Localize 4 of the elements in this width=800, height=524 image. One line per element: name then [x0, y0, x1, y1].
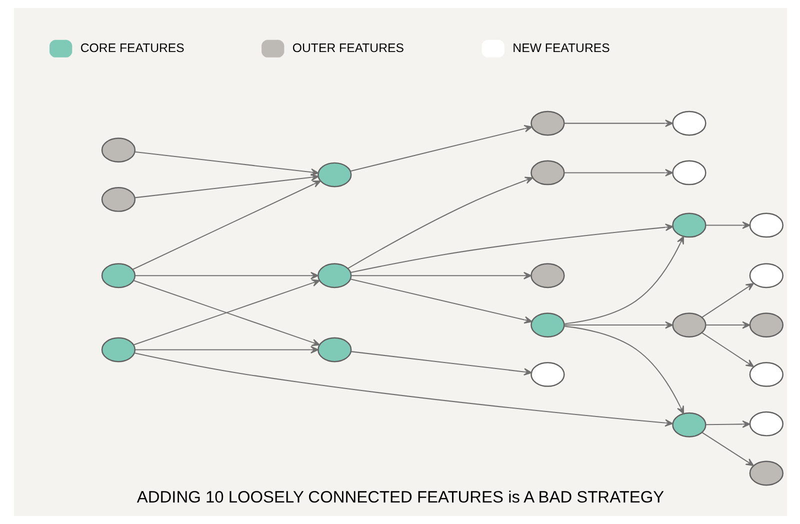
- legend-label: OUTER FEATURES: [292, 40, 404, 55]
- legend-label: NEW FEATURES: [512, 40, 610, 55]
- legend-label: CORE FEATURES: [80, 40, 184, 55]
- caption: ADDING 10 LOOSELY CONNECTED FEATURES is A BAD STRATEGY: [136, 488, 664, 506]
